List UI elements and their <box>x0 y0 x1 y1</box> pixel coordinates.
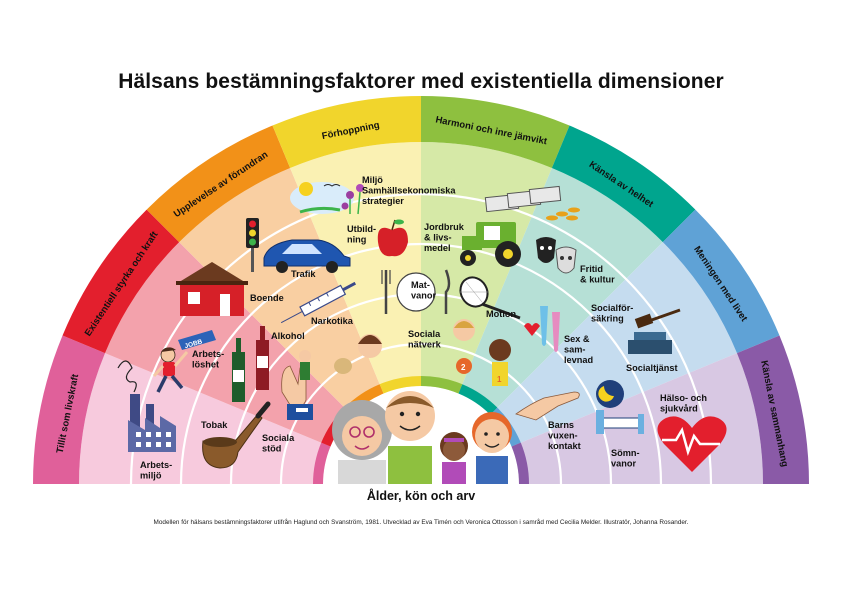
dimension-band-1 <box>33 335 106 484</box>
label-utbildning: Utbild-ning <box>347 224 376 245</box>
label-fritid: Fritid& kultur <box>580 264 615 285</box>
tractor-icon <box>460 222 521 267</box>
inner-rim-5 <box>421 376 463 394</box>
label-motion: Motion <box>486 309 516 319</box>
inner-rim-6 <box>458 384 498 415</box>
bed-icon <box>596 380 644 434</box>
tennis-racket-icon <box>459 276 521 320</box>
ring-divider-2 <box>179 242 663 485</box>
badge-number-right: 1 <box>497 375 502 384</box>
label-sex: Sex &sam-levnad <box>564 334 593 365</box>
label-socialforsakring: Socialför-säkring <box>591 303 633 324</box>
theatre-masks-icon <box>536 237 577 274</box>
dimension-band-7 <box>662 209 780 354</box>
label-alkohol: Alkohol <box>271 331 305 341</box>
runner-icon <box>117 347 189 393</box>
apple-icon <box>377 219 408 257</box>
page-title: Hälsans bestämningsfaktorer med existent… <box>118 70 724 93</box>
label-arbetsloshet: Arbets-löshet <box>192 349 224 370</box>
pipe-icon <box>202 401 271 469</box>
dimension-band-2 <box>62 209 180 354</box>
label-jordbruk: Jordbruk& livs-medel <box>424 222 465 253</box>
dimension-band-4 <box>272 96 421 169</box>
dimension-band-6 <box>551 125 696 243</box>
inner-rim-8 <box>511 442 529 484</box>
hands-icon <box>515 391 580 421</box>
label-arbetsmiljo: Arbets-miljö <box>140 460 172 481</box>
dimension-band-3 <box>146 125 291 243</box>
syringe-icon <box>280 281 357 324</box>
label-boende: Boende <box>250 293 284 303</box>
label-narkotika: Narkotika <box>311 316 354 326</box>
inner-rim-4 <box>379 376 421 394</box>
label-trafik: Trafik <box>291 269 316 279</box>
sector-3 <box>179 168 389 424</box>
job-sign-text: JOBB <box>184 338 204 350</box>
factory-icon <box>128 394 176 452</box>
car-icon <box>263 239 351 273</box>
bottles-icon <box>232 326 269 402</box>
dimension-band-8 <box>736 335 809 484</box>
label-somnvanor: Sömn-vanor <box>611 448 640 469</box>
center-label: Ålder, kön och arv <box>367 488 475 503</box>
badge-number-left: 2 <box>461 363 466 372</box>
dimension-bands-layer <box>33 96 809 484</box>
gavel-icon <box>628 308 681 354</box>
caption: Modellen för hälsans bestämningsfaktorer… <box>153 519 689 526</box>
heart-monitor-icon <box>657 416 727 472</box>
condom-icon <box>524 306 560 352</box>
label-socialtjanst: Socialtjänst <box>626 363 678 373</box>
traffic-light-icon <box>246 218 259 272</box>
cutlery-icon <box>381 269 451 314</box>
house-icon <box>176 262 248 316</box>
dimension-band-5 <box>421 96 570 169</box>
sector-5 <box>421 142 552 406</box>
job-sign: JOBB <box>178 330 216 350</box>
family-illustration: 2 1 <box>299 319 512 484</box>
label-matvanor: Mat-vanor <box>411 280 436 301</box>
nature-scene-icon <box>290 182 364 215</box>
ring-divider-1 <box>129 192 713 485</box>
label-tobak: Tobak <box>201 420 228 430</box>
inner-rim-1 <box>313 442 331 484</box>
sector-6 <box>453 168 663 424</box>
money-icon <box>484 185 580 221</box>
